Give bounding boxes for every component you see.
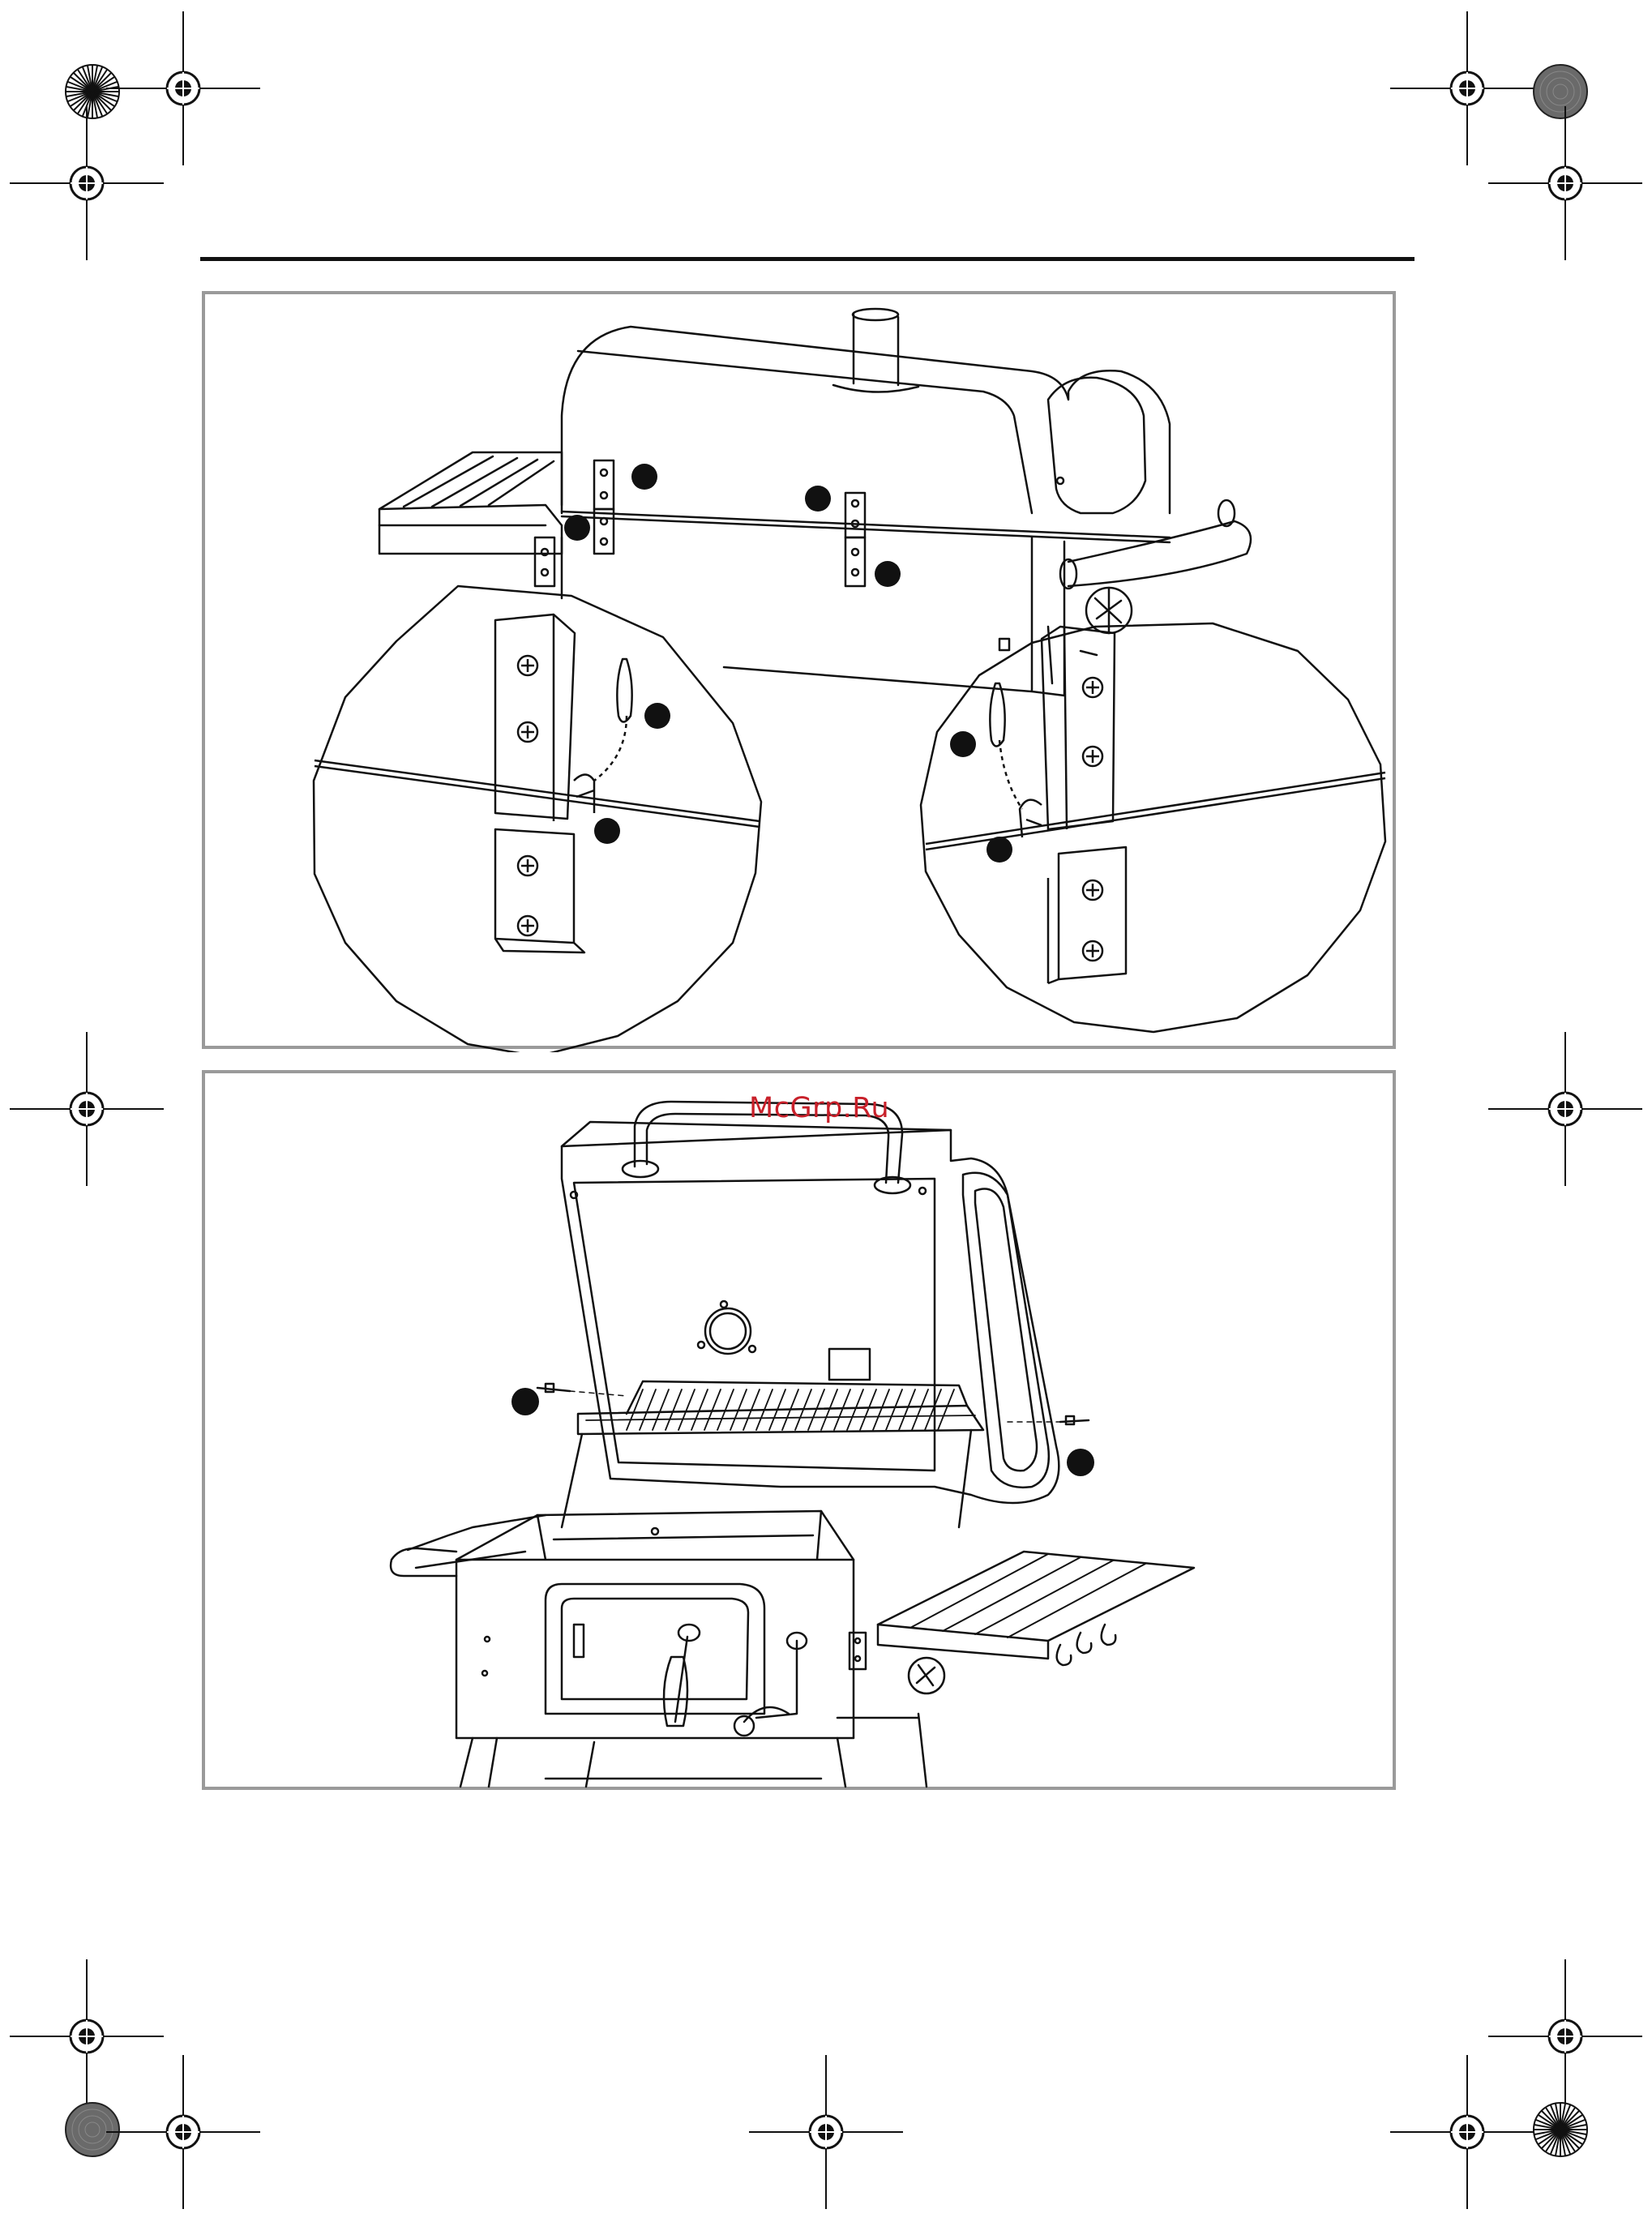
grill-base (562, 537, 1064, 696)
zoom-right-hinge-upper (1042, 627, 1115, 829)
lid-side-rivet (1057, 477, 1064, 484)
zoom-detail-right (921, 623, 1385, 1032)
chimney-stack (854, 315, 898, 385)
callout-marker (511, 1388, 539, 1415)
callout-marker (875, 561, 901, 587)
side-handle (1068, 521, 1251, 586)
callout-marker (950, 731, 976, 757)
firebox (456, 1511, 854, 1738)
zoom-right-hinge-lower (1059, 847, 1126, 979)
figure-open-grill (202, 1070, 1396, 1790)
lid-vent (705, 1308, 751, 1354)
lid-label-plate (829, 1349, 870, 1380)
figure-lid-hinges (202, 291, 1396, 1049)
ash-crank (756, 1641, 797, 1718)
callout-marker (631, 464, 657, 490)
callout-marker (1067, 1449, 1094, 1476)
callout-marker (805, 486, 831, 512)
callout-marker (594, 818, 620, 844)
callout-marker (986, 837, 1012, 863)
zoom-left-hinge-lower (495, 829, 574, 943)
lid-hinge-illustration (205, 294, 1399, 1052)
lid-side-window (1048, 378, 1145, 513)
open-grill-illustration (205, 1073, 1399, 1793)
hinge-left (594, 460, 614, 509)
callout-marker (644, 703, 670, 729)
zoom-left-hinge-upper (495, 614, 575, 819)
left-side-handle (391, 1548, 456, 1576)
shelf-hook (1057, 1645, 1072, 1665)
right-side-shelf (878, 1552, 1194, 1641)
callout-marker (564, 515, 590, 541)
watermark-text: McGrp.Ru (749, 1092, 916, 1132)
r-clip-left (617, 659, 631, 722)
r-clip-right (990, 683, 1004, 747)
cart-legs (460, 1714, 927, 1787)
open-lid (562, 1130, 1059, 1503)
header-rule (200, 257, 1414, 261)
zoom-detail-left (314, 586, 761, 1052)
front-door (546, 1584, 764, 1714)
